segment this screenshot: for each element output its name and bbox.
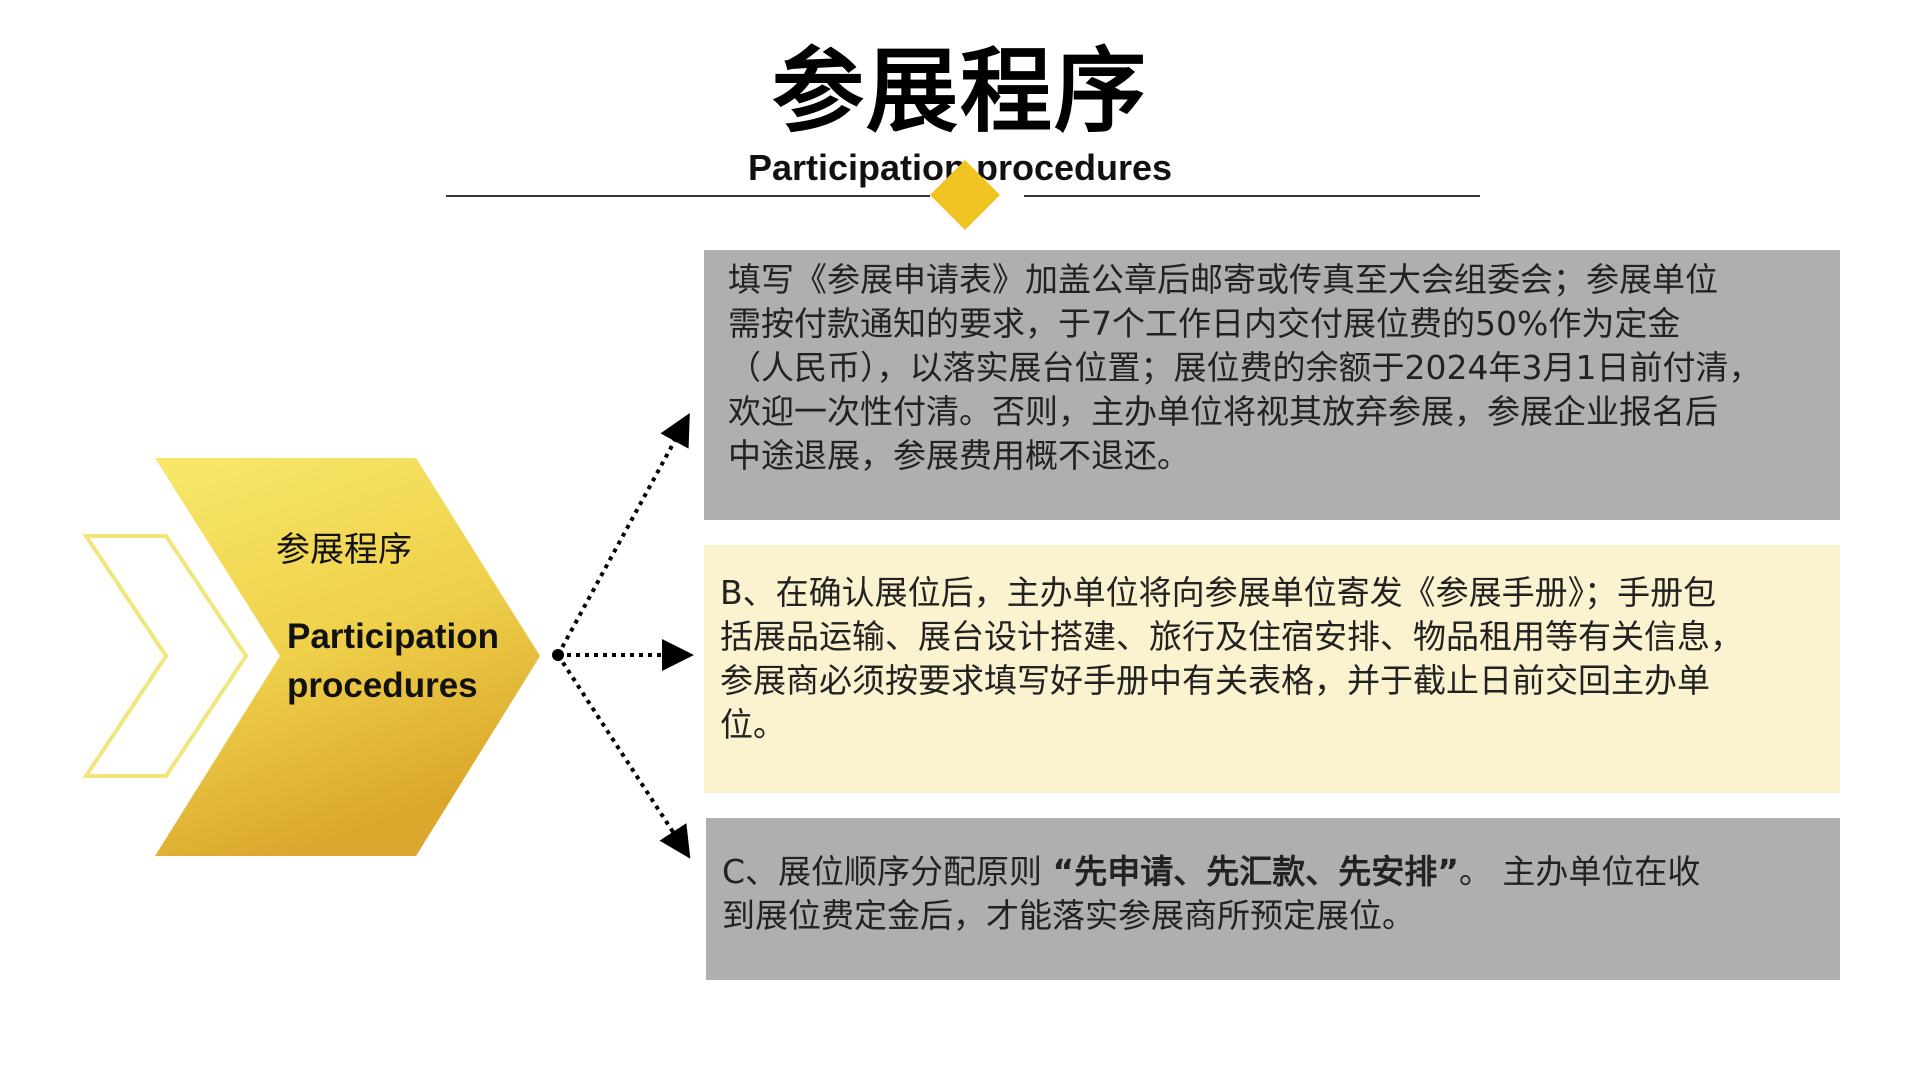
procedure-text-a: 填写《参展申请表》加盖公章后邮寄或传真至大会组委会；参展单位 需按付款通知的要求… <box>728 260 1762 475</box>
chevron-label-cn: 参展程序 <box>276 530 412 570</box>
diamond-ornament <box>930 160 1000 230</box>
title-divider-right <box>1024 195 1480 197</box>
allocation-principle: “先申请、先汇款、先安排” <box>1052 852 1459 891</box>
gold-chevron <box>155 458 540 856</box>
page-title: 参展程序 <box>771 37 1148 145</box>
arrow-to-box-c <box>556 653 691 859</box>
procedure-text-c-suffix: 。 主办单位在收 到展位费定金后，才能落实参展商所预定展位。 <box>722 852 1701 935</box>
procedure-box-b: B、在确认展位后，主办单位将向参展单位寄发《参展手册》；手册包 括展品运输、展台… <box>704 545 1840 793</box>
title-divider-left <box>446 195 930 197</box>
chevron-label-en: Participation procedures <box>287 617 499 705</box>
outline-chevron <box>82 534 249 778</box>
procedure-text-c: C、展位顺序分配原则 “先申请、先汇款、先安排”。 主办单位在收 到展位费定金后… <box>722 850 1832 938</box>
procedure-text-c-prefix: C、展位顺序分配原则 <box>722 852 1053 891</box>
procedure-text-b: B、在确认展位后，主办单位将向参展单位寄发《参展手册》；手册包 括展品运输、展台… <box>720 573 1743 744</box>
procedure-box-c: C、展位顺序分配原则 “先申请、先汇款、先安排”。 主办单位在收 到展位费定金后… <box>706 818 1840 980</box>
arrow-to-box-a <box>556 412 690 656</box>
procedure-box-a: 填写《参展申请表》加盖公章后邮寄或传真至大会组委会；参展单位 需按付款通知的要求… <box>704 250 1840 520</box>
